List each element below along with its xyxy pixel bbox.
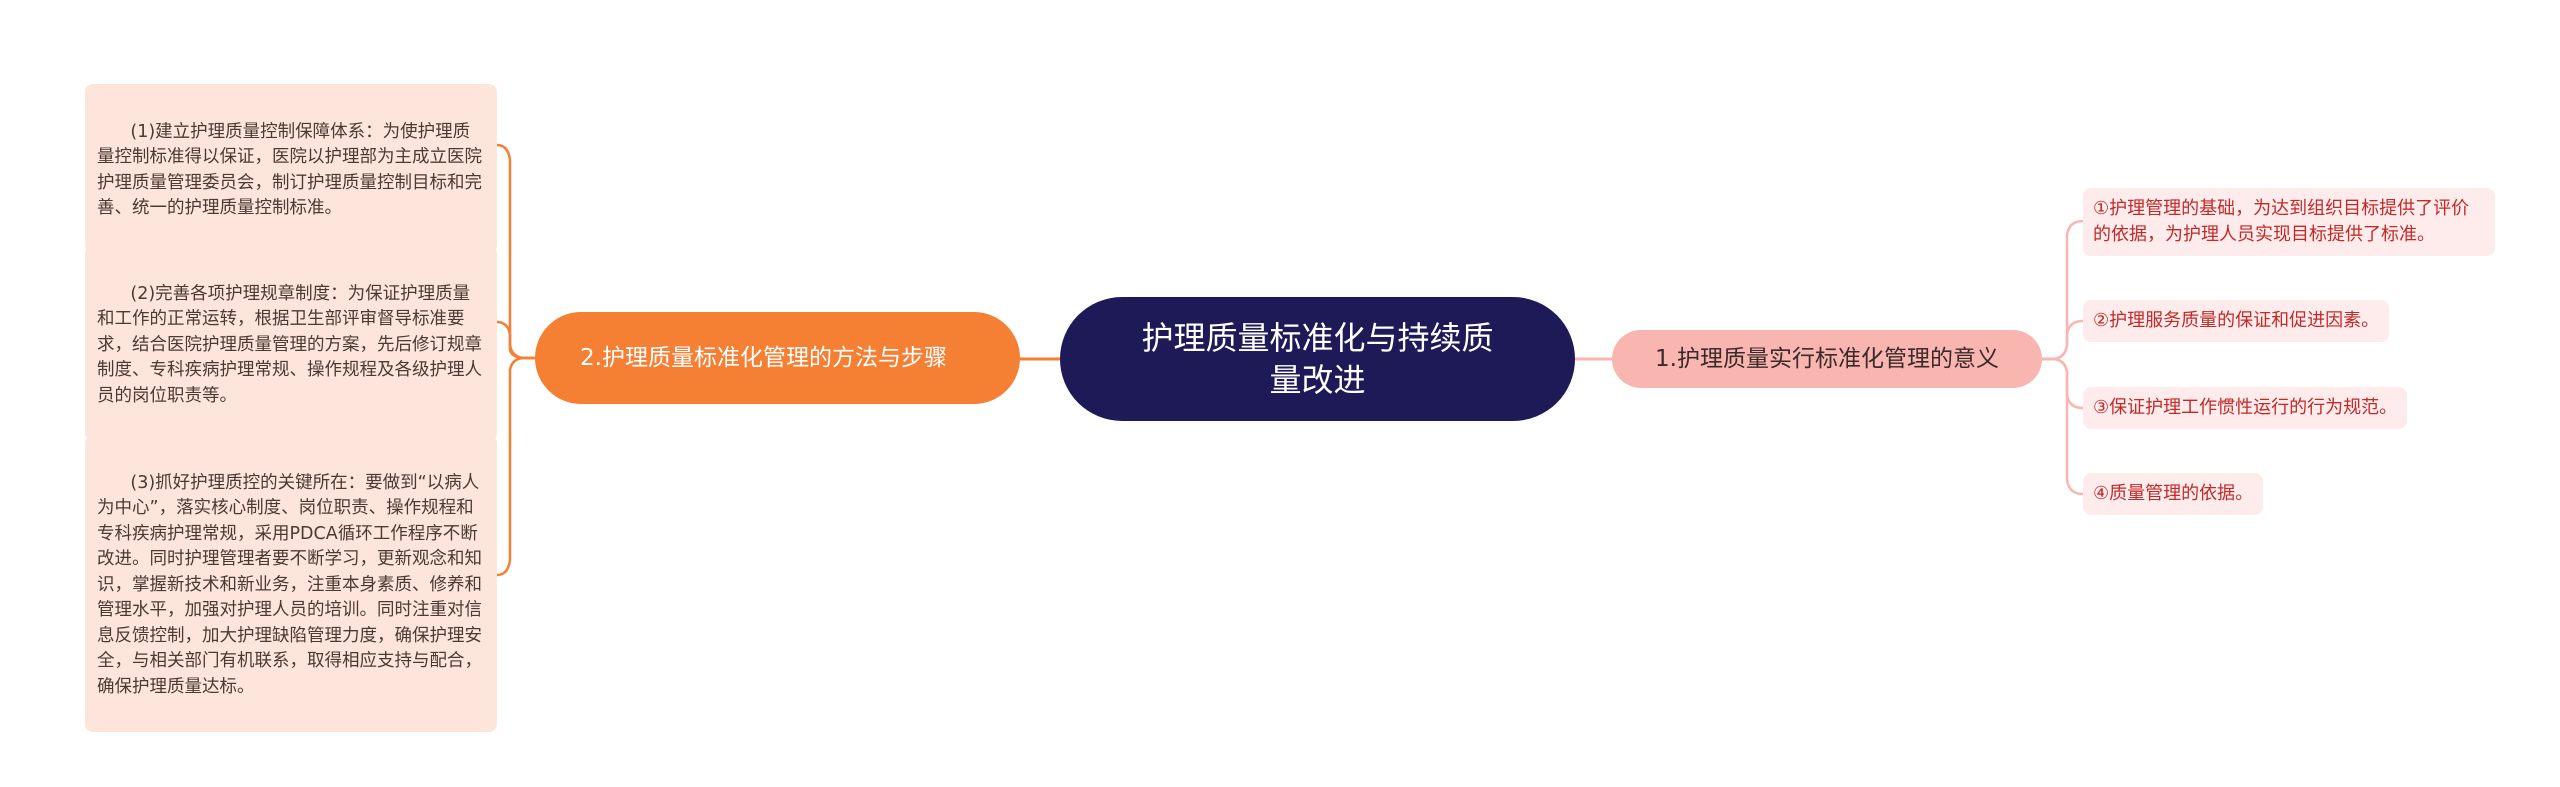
leaf-key-points[interactable]: (3)抓好护理质控的关键所在：要做到“以病人为中心”，落实核心制度、岗位职责、操… [85, 435, 497, 732]
leaf-key-points-text: (3)抓好护理质控的关键所在：要做到“以病人为中心”，落实核心制度、岗位职责、操… [97, 472, 482, 697]
branch-methods-steps[interactable]: 2.护理质量标准化管理的方法与步骤 [535, 312, 1020, 404]
leaf-behavior-norms-text: ③保证护理工作惯性运行的行为规范。 [2093, 397, 2398, 418]
root-node-label: 护理质量标准化与持续质量改进 [1141, 319, 1494, 399]
branch-significance-label: 1.护理质量实行标准化管理的意义 [1655, 346, 1999, 372]
branch-methods-steps-label: 2.护理质量标准化管理的方法与步骤 [580, 345, 947, 371]
connector-right-leaf-1 [2042, 219, 2084, 361]
connector-right-leaf-3 [2042, 357, 2084, 410]
connector-left-leaf-3 [496, 356, 535, 577]
leaf-quality-control-system[interactable]: (1)建立护理质量控制保障体系：为使护理质量控制标准得以保证，医院以护理部为主成… [85, 84, 497, 253]
leaf-rules-regulations-text: (2)完善各项护理规章制度：为保证护理质量和工作的正常运转，根据卫生部评审督导标… [97, 283, 482, 406]
leaf-management-basis-2[interactable]: ④质量管理的依据。 [2083, 473, 2264, 515]
connector-left-leaf-1 [496, 143, 535, 360]
connector-left-leaf-2 [496, 320, 535, 360]
root-node[interactable]: 护理质量标准化与持续质量改进 [1060, 297, 1575, 421]
leaf-management-basis[interactable]: ①护理管理的基础，为达到组织目标提供了评价的依据，为护理人员实现目标提供了标准。 [2083, 188, 2495, 256]
leaf-rules-regulations[interactable]: (2)完善各项护理规章制度：为保证护理质量和工作的正常运转，根据卫生部评审督导标… [85, 246, 497, 441]
leaf-quality-control-system-text: (1)建立护理质量控制保障体系：为使护理质量控制标准得以保证，医院以护理部为主成… [97, 121, 482, 219]
leaf-behavior-norms[interactable]: ③保证护理工作惯性运行的行为规范。 [2083, 387, 2408, 429]
branch-significance[interactable]: 1.护理质量实行标准化管理的意义 [1612, 330, 2042, 388]
leaf-service-quality-text: ②护理服务质量的保证和促进因素。 [2093, 310, 2380, 331]
leaf-management-basis-2-text: ④质量管理的依据。 [2093, 483, 2254, 504]
leaf-management-basis-text: ①护理管理的基础，为达到组织目标提供了评价的依据，为护理人员实现目标提供了标准。 [2093, 198, 2470, 245]
leaf-service-quality[interactable]: ②护理服务质量的保证和促进因素。 [2083, 300, 2390, 342]
connector-right-leaf-2 [2042, 319, 2084, 361]
connector-right-leaf-4 [2042, 357, 2084, 496]
